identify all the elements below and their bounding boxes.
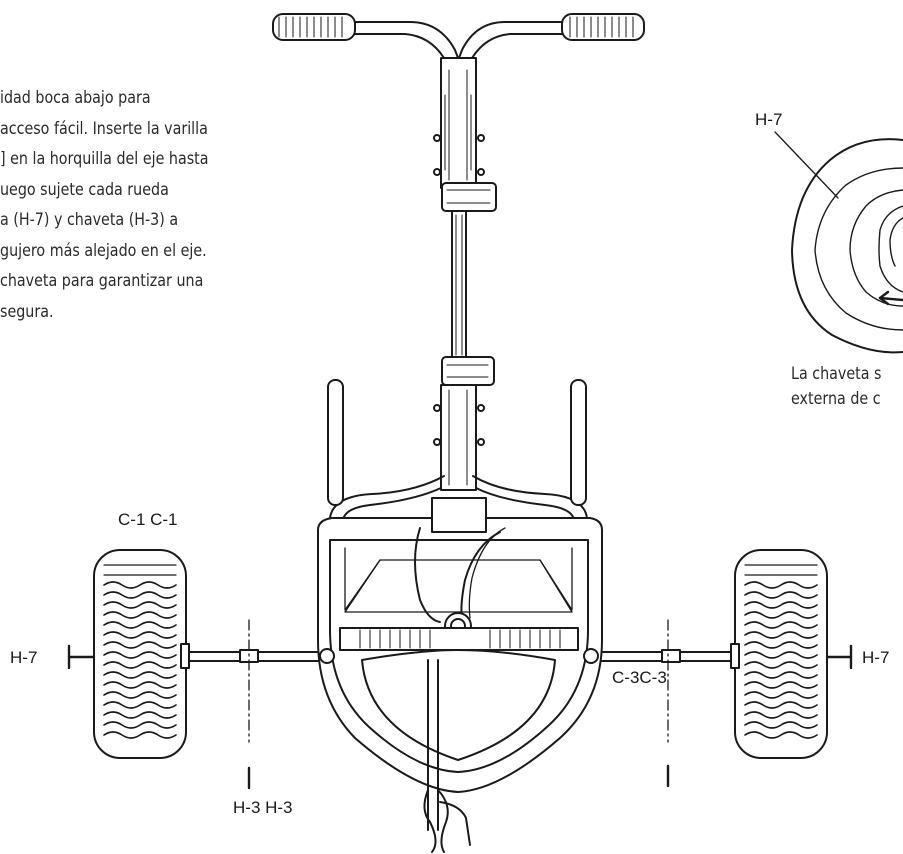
handle-bar [272, 13, 645, 59]
instruction-line: gujero más alejado en el eje. [0, 240, 207, 261]
instruction-line: idad boca abajo para [0, 88, 151, 108]
instruction-line: segura. [0, 301, 54, 322]
cotter-pin-guides [247, 619, 670, 790]
instruction-line: ] en la horquilla del eje hasta [0, 149, 209, 169]
right-wheel [730, 549, 828, 759]
label-c3: C-3C-3 [612, 668, 667, 687]
handle-tube [433, 57, 497, 491]
caption-line: externa de c [791, 389, 881, 409]
caption-line: La chaveta s [791, 364, 882, 384]
label-c1: C-1 C-1 [118, 510, 178, 529]
label-h7-detail: H-7 [755, 110, 783, 129]
assembly-instructions: idad boca abajo para acceso fácil. Inser… [0, 83, 252, 327]
frame [327, 379, 588, 549]
instruction-line: a (H-7) y chaveta (H-3) a [0, 210, 179, 230]
hopper [317, 497, 603, 793]
axle [185, 649, 736, 663]
detail-caption: La chaveta s externa de c [791, 362, 881, 412]
label-h3: H-3 H-3 [233, 798, 293, 817]
agitator-rod [423, 659, 471, 853]
detail-view [774, 131, 903, 354]
label-h7-left: H-7 [10, 648, 38, 667]
hub-cap-markers [67, 644, 853, 670]
instruction-line: uego sujete cada rueda [0, 179, 169, 200]
left-wheel [93, 549, 190, 759]
instruction-line: chaveta para garantizar una [0, 271, 204, 291]
label-h7-right: H-7 [862, 648, 890, 667]
instruction-line: acceso fácil. Inserte la varilla [0, 118, 208, 139]
